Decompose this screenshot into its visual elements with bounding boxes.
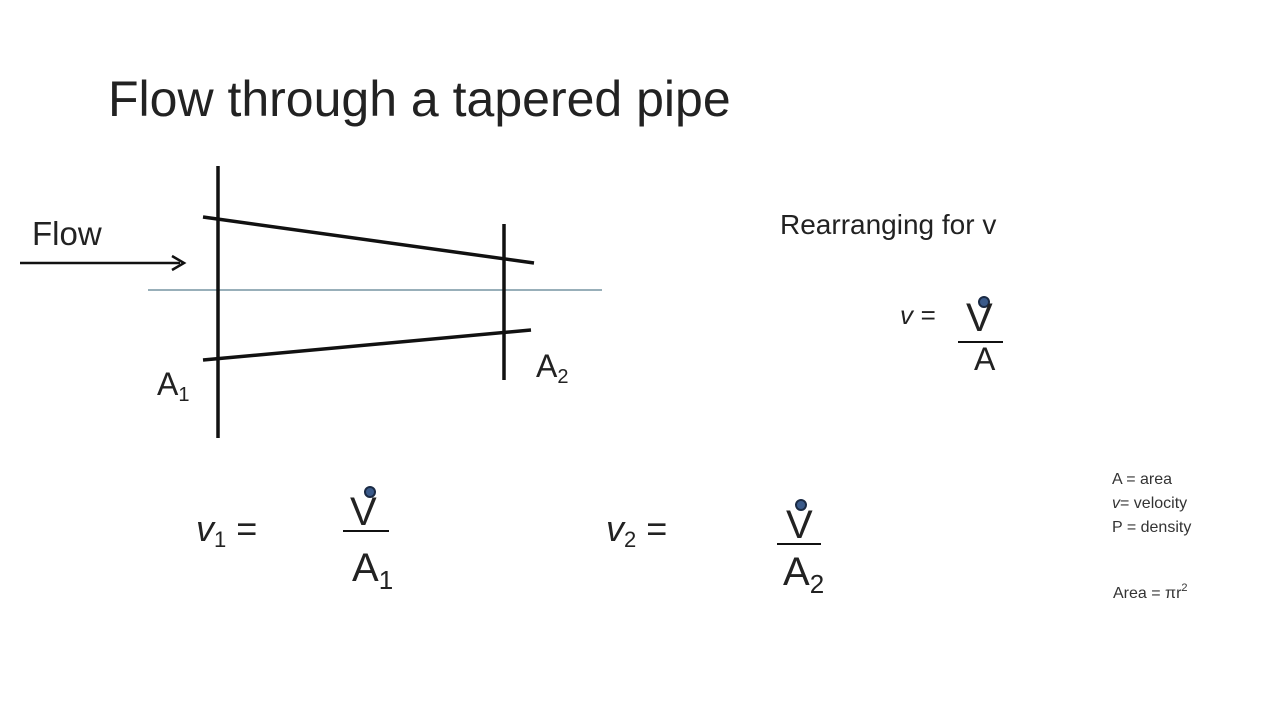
flow-label: Flow [32, 215, 102, 252]
eq1-den-base: A [352, 546, 379, 590]
eq2-lhs-sub: 2 [624, 527, 637, 552]
section-a2-label: A2 [536, 350, 568, 387]
eq2-lhs: v2 = [606, 508, 667, 553]
section-a2-base: A [536, 348, 558, 384]
area-formula-sup: 2 [1181, 582, 1188, 594]
legend-velocity: v= velocity [1112, 492, 1191, 516]
legend-density: P = density [1112, 519, 1192, 536]
pipe-upper-wall [202, 215, 535, 265]
general-eq-lhs: v = [900, 300, 936, 330]
eq1-lhs-eq: = [226, 508, 258, 549]
pipe-lower-wall [202, 328, 532, 362]
eq1-lhs: v1 = [196, 508, 257, 553]
flow-arrow-head [171, 254, 187, 272]
area-formula-text: Area = πr [1113, 585, 1182, 602]
legend-velocity-text: = velocity [1120, 495, 1188, 512]
eq1-lhs-sub: 1 [214, 527, 227, 552]
eq2-numerator: V [786, 503, 813, 547]
marker-dot-2 [795, 499, 807, 511]
eq1-denominator: A1 [352, 548, 393, 593]
slide-title: Flow through a tapered pipe [108, 71, 731, 127]
eq1-numerator: V [350, 490, 377, 534]
marker-dot-1 [364, 486, 376, 498]
section-a1-label: A1 [157, 368, 189, 405]
symbol-legend: A = area v= velocity P = density [1112, 468, 1191, 540]
eq2-denominator: A2 [783, 552, 824, 597]
marker-dot-general [978, 296, 990, 308]
general-eq-numerator: V [966, 296, 993, 340]
general-eq-denominator: A [974, 341, 996, 377]
legend-velocity-symbol: v [1112, 495, 1120, 512]
section-a1-base: A [157, 366, 179, 402]
rearranging-heading: Rearranging for v [780, 209, 997, 240]
eq2-den-sub: 2 [809, 569, 825, 599]
eq1-lhs-base: v [196, 508, 214, 549]
legend-area: A = area [1112, 471, 1173, 488]
section-a2-sub: 2 [557, 366, 569, 388]
eq2-lhs-base: v [606, 508, 624, 549]
eq2-lhs-eq: = [636, 508, 668, 549]
area-formula: Area = πr2 [1113, 582, 1188, 603]
eq1-den-sub: 1 [378, 565, 394, 595]
eq2-den-base: A [783, 550, 810, 594]
section-a1-sub: 1 [178, 384, 190, 406]
